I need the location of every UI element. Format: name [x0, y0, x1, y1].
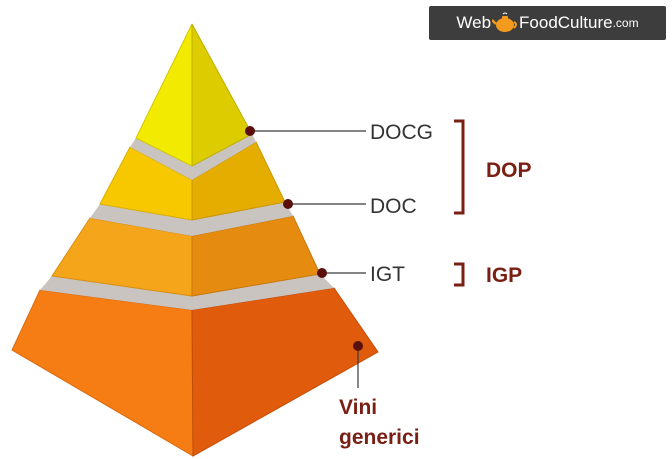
tier-igt: [51, 215, 321, 297]
tier-vini-generici-left-face: [11, 289, 194, 457]
marker-dot-doc: [283, 199, 293, 209]
label-vini-line2: generici: [339, 426, 420, 449]
logo-text-web: Web: [456, 13, 492, 32]
webfoodculture-logo: Web FoodCulture.com: [429, 6, 666, 40]
markers: [245, 126, 363, 351]
logo-text-domain: .com: [612, 16, 639, 30]
bracket-igp: [454, 262, 465, 287]
group-label-igp: IGP: [486, 264, 522, 287]
group-label-dop: DOP: [486, 159, 532, 182]
teapot-icon: [491, 12, 518, 34]
marker-dot-docg: [245, 126, 255, 136]
tier-vini-generici: [11, 287, 379, 457]
brackets: [454, 119, 465, 287]
leader-lines: [250, 130, 366, 388]
marker-dot-vini: [353, 341, 363, 351]
label-igt: IGT: [370, 263, 405, 286]
bracket-dop: [454, 119, 465, 215]
label-doc: DOC: [370, 195, 417, 218]
marker-dot-igt: [317, 268, 327, 278]
tier-separator: [40, 274, 334, 310]
logo-text-foodculture: FoodCulture: [519, 13, 613, 32]
label-vini-line1: Vini: [339, 396, 377, 419]
label-docg: DOCG: [370, 121, 433, 144]
tier-docg-right-face: [191, 23, 253, 167]
tier-vini-generici-right-face: [191, 287, 379, 457]
tier-docg: [135, 23, 253, 167]
